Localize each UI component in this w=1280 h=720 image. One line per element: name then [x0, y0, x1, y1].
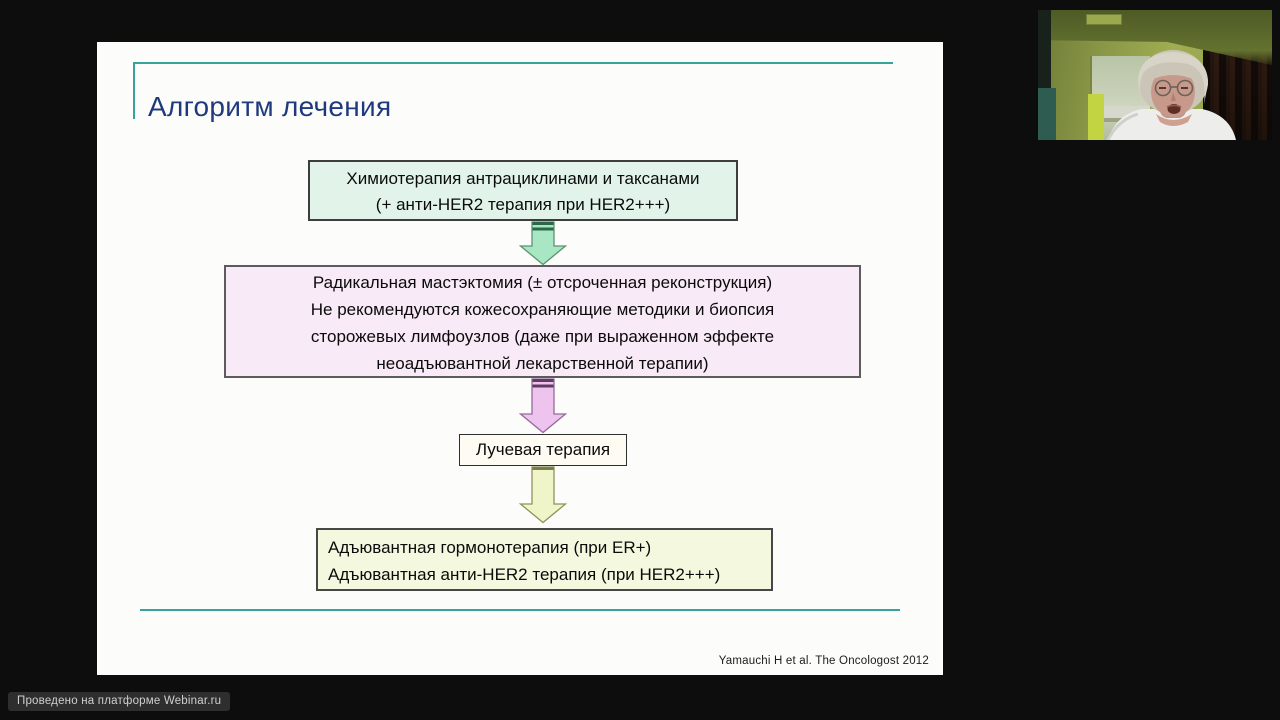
flow-box-radiation: Лучевая терапия — [459, 434, 627, 466]
flow-box-mastectomy: Радикальная мастэктомия (± отсроченная р… — [224, 265, 861, 378]
flow-box-line: Адъювантная анти-HER2 терапия (при HER2+… — [328, 565, 721, 584]
webinar-platform-badge: Проведено на платформе Webinar.ru — [8, 692, 231, 711]
flow-box-chemotherapy: Химиотерапия антрациклинами и таксанами … — [308, 160, 738, 221]
flow-box-line: Лучевая терапия — [475, 440, 611, 459]
slide-citation: Yamauchi H et al. The Oncologost 2012 — [718, 655, 929, 667]
webcam-bright-panel — [1088, 94, 1104, 140]
title-accent-line-horizontal — [133, 62, 893, 64]
down-arrow-icon — [519, 466, 567, 524]
webcam-ceiling-vent — [1086, 14, 1122, 25]
webcam-video-tile[interactable] — [1038, 10, 1272, 140]
slide-footer-line — [140, 609, 900, 611]
flow-box-line: неоадъювантной лекарственной терапии) — [376, 354, 709, 373]
presentation-slide: Алгоритм лечения Химиотерапия антрацикли… — [97, 42, 943, 675]
flow-box-line: Адъювантная гормонотерапия (при ER+) — [328, 538, 652, 557]
flow-box-adjuvant-therapy: Адъювантная гормонотерапия (при ER+) Адъ… — [316, 528, 773, 591]
flow-box-line: Радикальная мастэктомия (± отсроченная р… — [312, 273, 773, 292]
presenter-figure — [1106, 50, 1236, 140]
down-arrow-icon — [519, 221, 567, 266]
down-arrow-icon — [519, 378, 567, 434]
flow-box-line: Не рекомендуются кожесохраняющие методик… — [310, 300, 775, 319]
slide-title: Алгоритм лечения — [148, 91, 392, 122]
title-accent-line-vertical — [133, 62, 135, 119]
flow-box-line: сторожевых лимфоузлов (даже при выраженн… — [310, 327, 775, 346]
flow-box-line: (+ анти-HER2 терапия при HER2+++) — [375, 195, 671, 214]
flow-box-line: Химиотерапия антрациклинами и таксанами — [346, 169, 700, 188]
webcam-teal-cabinet — [1038, 88, 1056, 140]
